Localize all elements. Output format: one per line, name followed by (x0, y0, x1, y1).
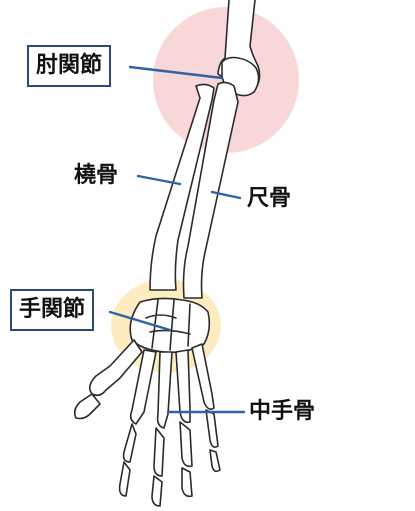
radius-leader-line (136, 174, 182, 186)
wrist-leader-line (108, 310, 172, 332)
index-finger-bones (118, 349, 157, 497)
thumb-bones (73, 339, 143, 420)
radius-bone (149, 83, 215, 291)
radius-label: 橈骨 (74, 163, 119, 188)
little-finger-bones (191, 343, 221, 473)
elbow-leader-line (128, 65, 224, 80)
middle-finger-bones (151, 351, 173, 507)
elbow-joint-label: 肘関節 (27, 45, 112, 87)
ulna-bone (182, 81, 239, 299)
metacarpal-label: 中手骨 (249, 399, 316, 424)
ring-finger-bones (175, 349, 193, 498)
ulna-label: 尺骨 (247, 186, 292, 211)
ulna-leader-line (210, 190, 242, 200)
wrist-joint-label: 手関節 (10, 289, 95, 331)
